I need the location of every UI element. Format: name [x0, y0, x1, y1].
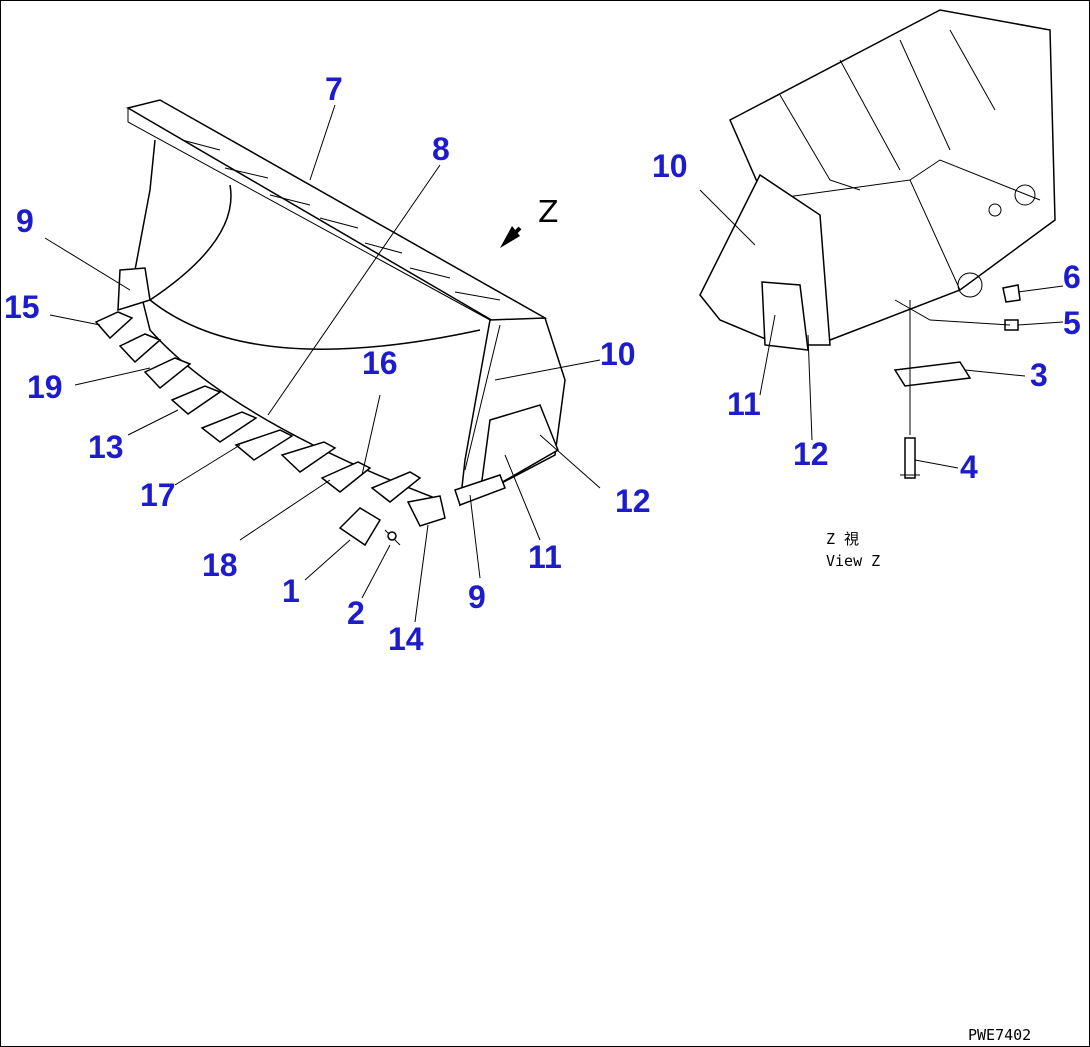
callout-6: 6 — [1063, 259, 1081, 295]
view-caption-jp: Z 視 — [826, 530, 859, 548]
callout-12-view-z: 12 — [793, 436, 829, 472]
callout-15: 15 — [4, 289, 40, 325]
callout-2: 2 — [347, 595, 365, 631]
callout-18: 18 — [202, 547, 238, 583]
callout-10-bucket: 10 — [600, 336, 636, 372]
callout-10-view-z: 10 — [652, 148, 688, 184]
callout-16: 16 — [362, 345, 398, 381]
bucket-illustration — [44, 99, 601, 623]
callout-9-left: 9 — [16, 203, 34, 239]
callout-19: 19 — [27, 369, 63, 405]
callout-11-bucket: 11 — [528, 539, 562, 575]
view-caption-en: View Z — [826, 552, 880, 570]
callout-3: 3 — [1030, 357, 1048, 393]
leader-lines — [44, 104, 601, 623]
callout-5: 5 — [1063, 305, 1081, 341]
bucket-teeth — [94, 311, 446, 527]
callout-11-view-z: 11 — [727, 386, 761, 422]
z-view-marker: Z — [538, 195, 559, 230]
callout-1: 1 — [282, 573, 300, 609]
callout-9-right: 9 — [468, 579, 486, 615]
callout-4: 4 — [960, 449, 978, 485]
drawing-code: PWE7402 — [968, 1026, 1031, 1044]
callout-13: 13 — [88, 429, 124, 465]
callout-14: 14 — [388, 621, 424, 657]
callout-17: 17 — [140, 477, 176, 513]
callout-7: 7 — [325, 71, 343, 107]
callout-12-bucket: 12 — [615, 483, 651, 519]
callout-8: 8 — [432, 131, 450, 167]
view-z-illustration — [699, 9, 1064, 479]
